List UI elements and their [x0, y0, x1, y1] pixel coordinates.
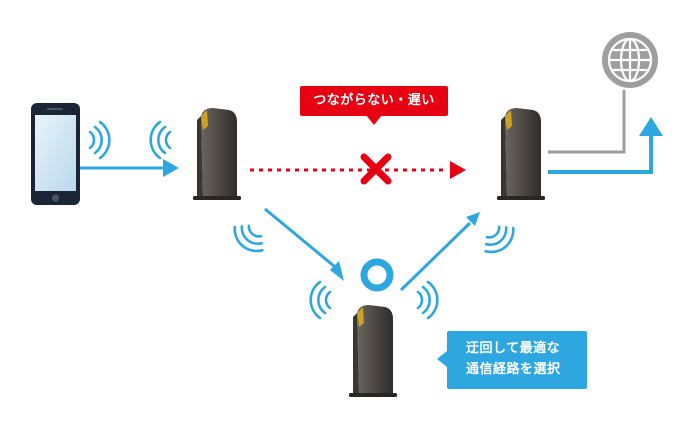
wifi-signal-icon-bottom-right	[416, 280, 439, 320]
internet-gray-link	[548, 90, 626, 154]
cross-mark-icon	[360, 153, 392, 185]
uplink-blue-line	[548, 135, 653, 174]
detour-link-down	[264, 207, 341, 273]
phone-to-router-arrowhead	[163, 159, 179, 177]
globe-icon	[602, 32, 658, 88]
wifi-signal-icon-router-in	[149, 120, 172, 160]
failed-link-arrowhead	[450, 161, 466, 179]
wifi-router-icon-bottom	[349, 305, 397, 397]
detour-up-arrowhead	[466, 212, 480, 226]
wifi-router-icon-left	[193, 108, 241, 200]
detour-callout-line-1: 迂回して最適な	[466, 341, 561, 356]
wifi-signal-icon-bottom-left	[309, 280, 332, 320]
wifi-signal-icon-right-down	[484, 225, 515, 254]
wifi-signal-icon-phone-out	[88, 120, 111, 160]
failure-callout: つながらない・遅い	[300, 86, 448, 125]
wifi-router-icon-right	[497, 108, 545, 200]
detour-link-up	[399, 221, 472, 292]
detour-callout: 迂回して最適な 通信経路を選択	[437, 331, 587, 389]
uplink-arrowhead	[639, 117, 663, 136]
detour-down-arrowhead	[330, 261, 344, 281]
smartphone-icon	[31, 103, 80, 205]
failure-callout-text: つながらない・遅い	[313, 93, 435, 108]
connection-lines	[78, 90, 663, 292]
wifi-signal-icon-left-down	[233, 224, 264, 253]
detour-callout-line-2: 通信経路を選択	[466, 362, 561, 377]
circle-mark-icon	[360, 258, 394, 292]
